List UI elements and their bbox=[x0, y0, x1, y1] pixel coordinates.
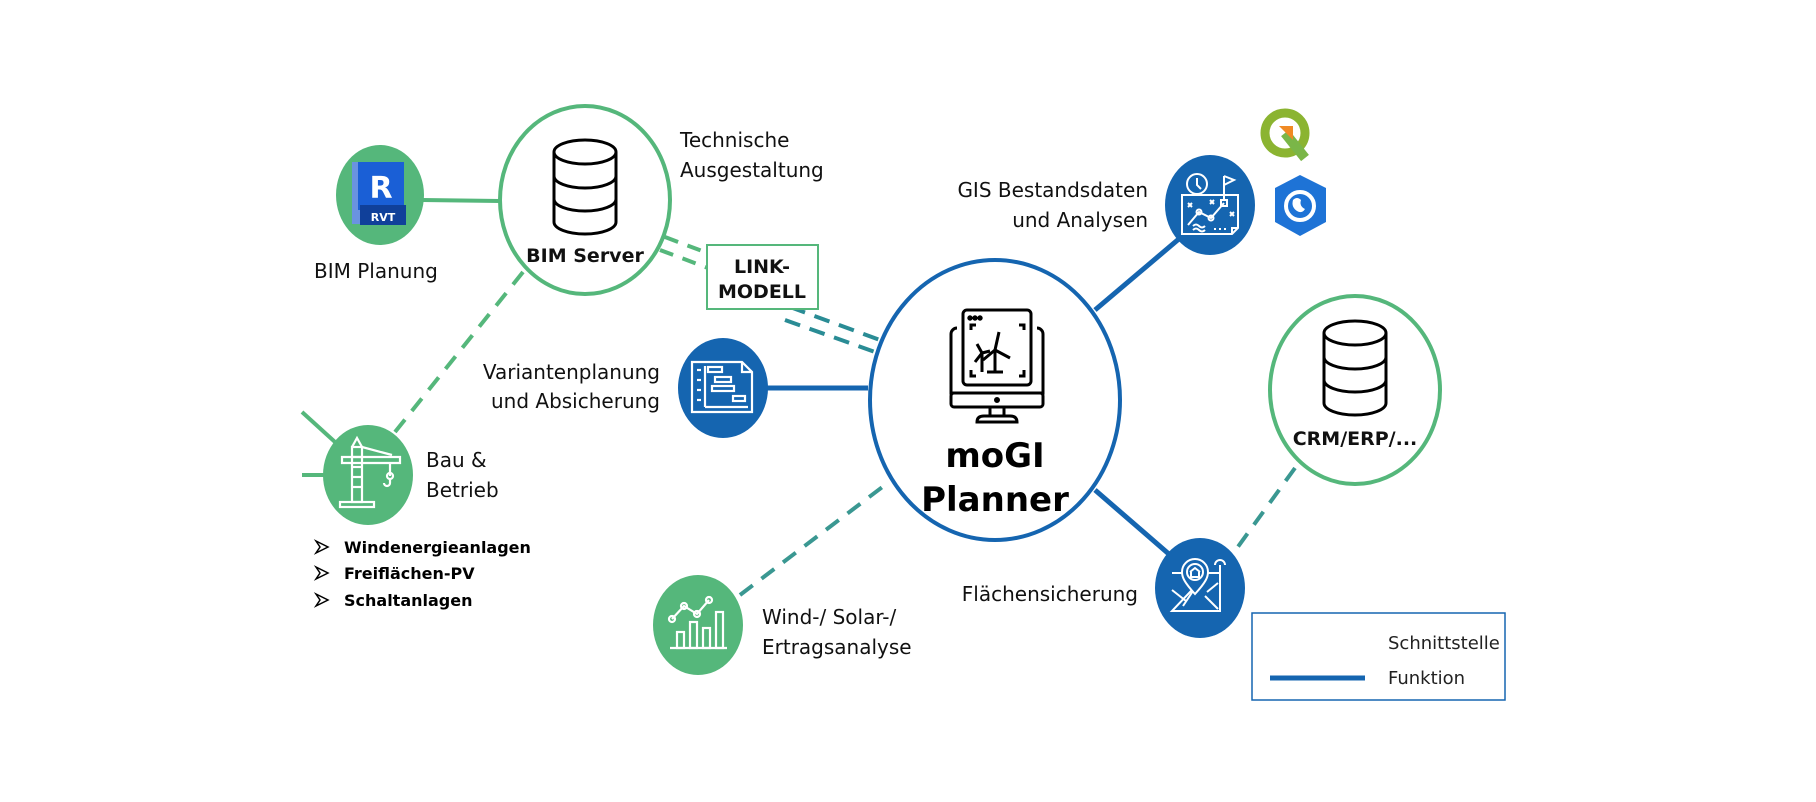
link-model-frame bbox=[706, 244, 819, 310]
crm-circle bbox=[1268, 294, 1442, 486]
bim-server-circle bbox=[498, 104, 672, 296]
map-pin-icon bbox=[1169, 558, 1226, 612]
bau-list-item: Schaltanlagen bbox=[313, 591, 473, 610]
connector-bim-link-a bbox=[664, 235, 711, 256]
gantt-document-icon bbox=[690, 360, 754, 414]
connector-gis-center bbox=[1093, 236, 1182, 312]
gis-label-line1: GIS Bestandsdaten bbox=[957, 178, 1148, 202]
map-analysis-icon bbox=[1181, 173, 1239, 235]
link-model-box[interactable]: LINK- MODELL bbox=[706, 244, 819, 310]
area-label: Flächensicherung bbox=[962, 582, 1138, 606]
bau-list-item: Windenergieanlagen bbox=[313, 538, 531, 557]
database-icon bbox=[1322, 319, 1388, 417]
yield-label-line2: Ertragsanalyse bbox=[762, 635, 912, 659]
rvt-node[interactable]: R RVT bbox=[336, 145, 424, 245]
database-icon bbox=[552, 138, 618, 236]
monitor-wind-turbine-icon bbox=[949, 308, 1045, 424]
connectors bbox=[300, 198, 1297, 597]
bau-items-list: Windenergieanlagen Freiflächen-PV Schalt… bbox=[313, 538, 531, 610]
bau-list-item: Freiflächen-PV bbox=[313, 564, 475, 583]
bau-node[interactable] bbox=[323, 425, 413, 525]
bau-label-line1: Bau & bbox=[426, 448, 487, 472]
revit-icon-badge: RVT bbox=[371, 211, 396, 224]
legend-item-interface: Schnittstelle bbox=[1270, 633, 1500, 654]
connector-link-center-a bbox=[789, 305, 881, 342]
bau-label-line2: Betrieb bbox=[426, 478, 499, 502]
variants-node[interactable] bbox=[678, 338, 768, 438]
bim-planung-label: BIM Planung bbox=[314, 259, 438, 283]
mogi-planner-title-line2: Planner bbox=[921, 480, 1069, 520]
arcgis-logo-icon bbox=[1275, 175, 1326, 236]
connector-link-center-b bbox=[784, 318, 876, 354]
qgis-logo-icon bbox=[1260, 108, 1310, 162]
arrow-bullet-icon bbox=[313, 539, 330, 555]
connector-bau-left-upper bbox=[300, 410, 337, 444]
yield-node[interactable] bbox=[653, 575, 743, 675]
connector-rvt-bim bbox=[421, 198, 501, 203]
crm-node[interactable]: CRM/ERP/... bbox=[1268, 294, 1442, 486]
bau-item-label: Windenergieanlagen bbox=[344, 538, 531, 557]
area-node[interactable] bbox=[1155, 538, 1245, 638]
connector-bim-bau bbox=[393, 270, 525, 434]
link-model-line1: LINK- bbox=[734, 256, 790, 278]
gis-label-line2: und Analysen bbox=[1012, 208, 1148, 232]
tech-label-line2: Ausgestaltung bbox=[680, 158, 824, 182]
legend-interface-label: Schnittstelle bbox=[1388, 633, 1500, 654]
connector-yield-center bbox=[738, 483, 887, 597]
revit-icon-letter: R bbox=[369, 171, 392, 206]
legend-function-label: Funktion bbox=[1388, 668, 1465, 689]
variants-label-line1: Variantenplanung bbox=[483, 360, 660, 384]
link-model-line2: MODELL bbox=[718, 281, 806, 303]
gis-node-circle bbox=[1165, 155, 1255, 255]
crm-label: CRM/ERP/... bbox=[1293, 428, 1418, 450]
legend-item-function: Funktion bbox=[1270, 668, 1465, 689]
revit-icon: R RVT bbox=[352, 162, 406, 225]
connector-bim-link-b bbox=[659, 248, 709, 270]
yield-label-line1: Wind-/ Solar-/ bbox=[762, 605, 896, 629]
bim-server-label: BIM Server bbox=[526, 245, 644, 267]
chart-icon bbox=[667, 595, 727, 650]
bau-node-circle bbox=[323, 425, 413, 525]
tech-label-line1: Technische bbox=[679, 128, 789, 152]
connector-center-area bbox=[1093, 488, 1172, 557]
legend: Schnittstelle Funktion bbox=[1251, 612, 1506, 701]
variants-label-line2: und Absicherung bbox=[491, 389, 660, 413]
connector-crm-area bbox=[1230, 466, 1297, 557]
bau-item-label: Schaltanlagen bbox=[344, 591, 473, 610]
mogi-planner-title-line1: moGI bbox=[945, 436, 1044, 476]
gis-node[interactable] bbox=[1165, 155, 1255, 255]
arrow-bullet-icon bbox=[313, 565, 330, 581]
bim-server-node[interactable]: BIM Server bbox=[498, 104, 672, 296]
legend-frame bbox=[1251, 612, 1506, 701]
bau-item-label: Freiflächen-PV bbox=[344, 564, 475, 583]
crane-icon bbox=[338, 435, 402, 509]
arrow-bullet-icon bbox=[313, 592, 330, 608]
mogi-planner-node[interactable]: moGI Planner bbox=[868, 258, 1122, 542]
